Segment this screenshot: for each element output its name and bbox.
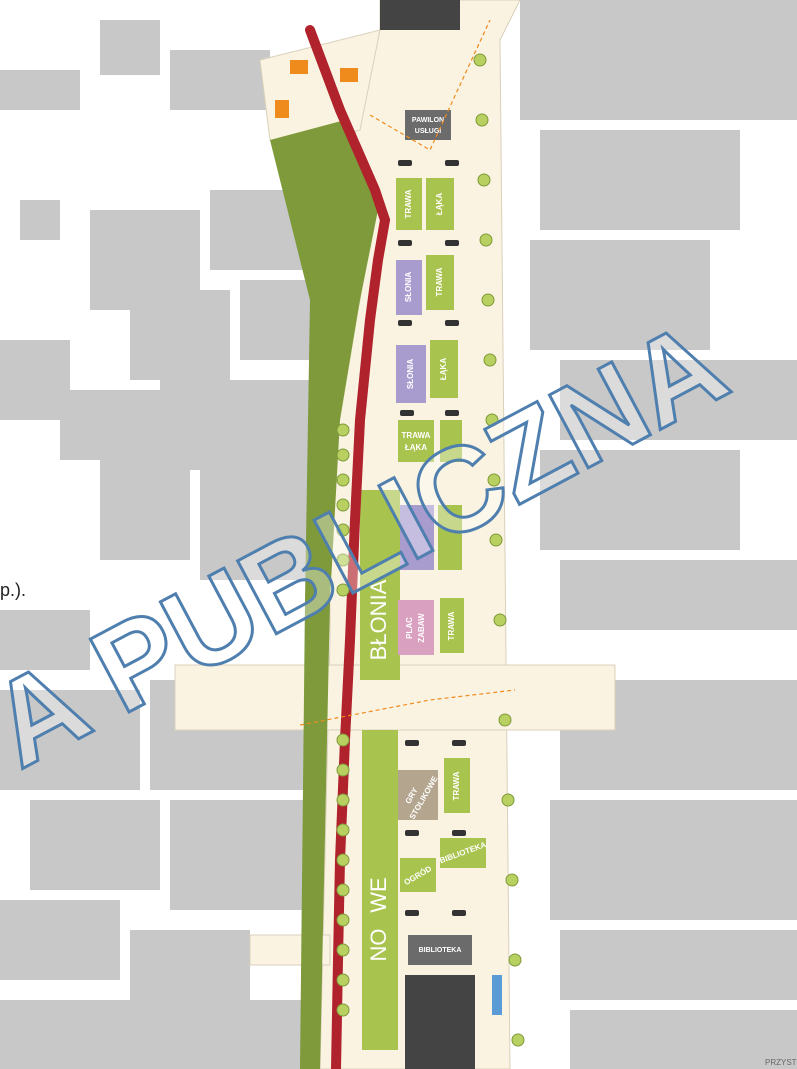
- svg-text:TRAWA: TRAWA: [435, 267, 444, 296]
- garden-patch: OGRÓD BIBLIOTEKA: [400, 838, 488, 892]
- svg-text:ZABAW: ZABAW: [417, 613, 426, 643]
- stop-label: PRZYST: [765, 1058, 797, 1067]
- green-strip-west: [270, 120, 380, 1069]
- lawn-patch-5: [400, 505, 462, 570]
- nowe-label-no: NO: [366, 929, 391, 962]
- library-label: BIBLIOTEKA: [419, 947, 462, 954]
- lawn-patch-1: TRAWA ŁĄKA: [396, 178, 454, 230]
- pavilion-label-2: USŁUGI: [415, 128, 442, 135]
- crosswalks: [275, 60, 358, 118]
- lawn-patch-2: SŁONIA TRAWA: [396, 255, 454, 315]
- library-box: [408, 935, 472, 965]
- svg-text:TRAWA: TRAWA: [452, 771, 461, 800]
- nowe-label-we: WE: [366, 877, 391, 912]
- svg-text:TRAWA: TRAWA: [404, 189, 413, 218]
- edge-text: p.).: [0, 580, 27, 600]
- games-patch: GRY STOLIKOWE TRAWA: [398, 758, 470, 821]
- blue-marker: [492, 975, 502, 1015]
- svg-text:PLAC: PLAC: [405, 617, 414, 639]
- lawn-patch-3: SŁONIA ŁĄKA: [396, 340, 458, 403]
- pavilion-box: [405, 110, 451, 140]
- street-north: [380, 0, 460, 30]
- walking-routes: [299, 19, 516, 726]
- svg-text:TRAWA: TRAWA: [402, 431, 431, 440]
- svg-text:ŁĄKA: ŁĄKA: [435, 193, 444, 215]
- street-south: [405, 975, 475, 1069]
- svg-text:ŁĄKA: ŁĄKA: [405, 443, 427, 452]
- parking-markers: [398, 160, 466, 916]
- svg-text:SŁONIA: SŁONIA: [404, 272, 413, 302]
- svg-text:TRAWA: TRAWA: [447, 611, 456, 640]
- playground-patch: PLAC ZABAW TRAWA: [398, 598, 464, 655]
- blonia-lawn: [360, 490, 400, 680]
- pavilion-label-1: PAWILON: [412, 117, 444, 124]
- svg-text:ŁĄKA: ŁĄKA: [439, 358, 448, 380]
- svg-text:SŁONIA: SŁONIA: [406, 359, 415, 389]
- tree-row-west: [336, 423, 350, 1017]
- lawn-patch-4: TRAWA ŁĄKA: [398, 420, 462, 462]
- nowe-lawn: [362, 730, 398, 1050]
- blonia-label: BŁONIA: [366, 579, 391, 660]
- tree-row-east: [473, 53, 525, 1047]
